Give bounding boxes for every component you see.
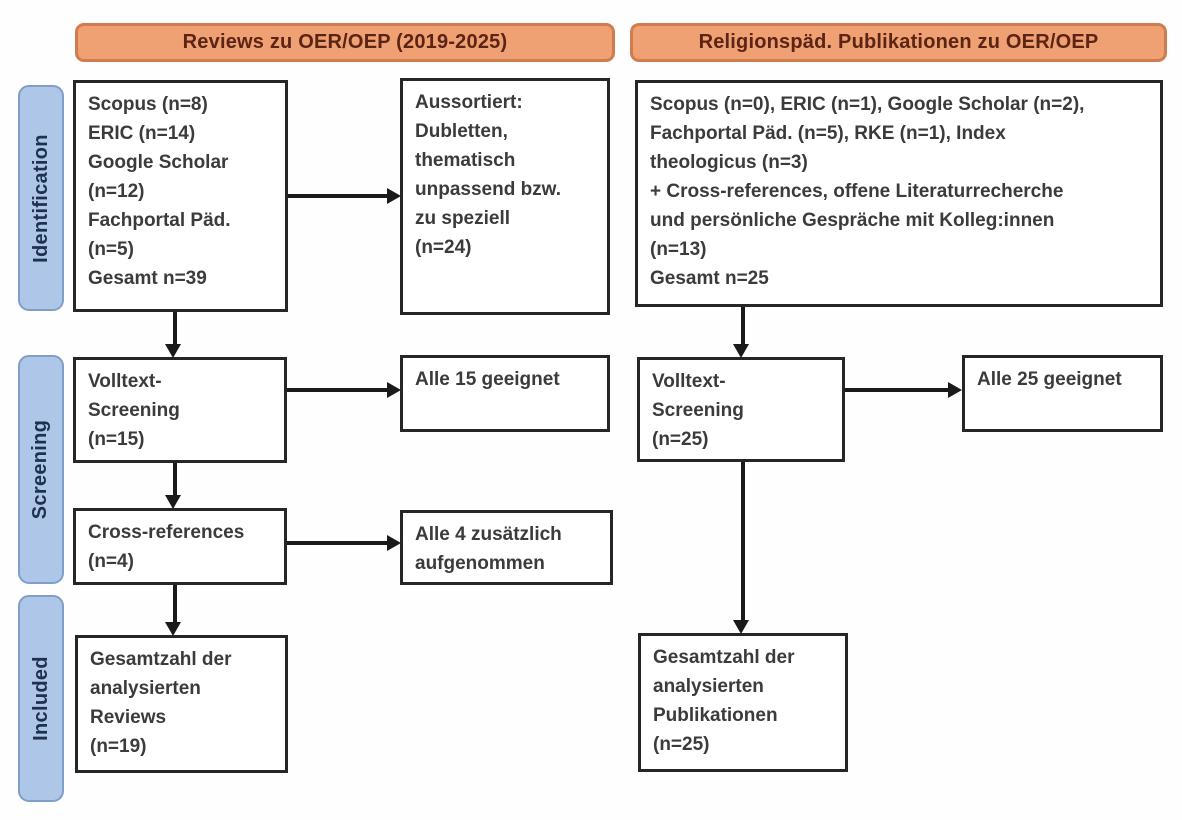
arrow-right-fulltext-to-total <box>741 462 745 621</box>
box-left-cross-references: Cross-references (n=4) <box>73 508 287 585</box>
arrow-left-fulltext-to-suitable <box>287 388 388 392</box>
box-left-additional-included: Alle 4 zusätzlich aufgenommen <box>400 510 613 585</box>
box-right-total-included: Gesamtzahl der analysierten Publikatione… <box>638 633 848 772</box>
box-left-fulltext-screening: Volltext- Screening (n=15) <box>73 357 287 463</box>
box-right-fulltext-screening: Volltext- Screening (n=25) <box>637 357 845 462</box>
arrow-right-sources-to-fulltext <box>741 307 745 345</box>
arrow-left-sources-to-excluded <box>288 194 388 198</box>
arrow-left-sources-to-fulltext <box>173 312 177 346</box>
column-header-reviews: Reviews zu OER/OEP (2019-2025) <box>75 23 615 62</box>
arrowhead-icon <box>165 344 181 358</box>
arrowhead-icon <box>387 382 401 398</box>
stage-label-included: Included <box>18 595 64 802</box>
column-header-religionspaed: Religionspäd. Publikationen zu OER/OEP <box>630 23 1167 62</box>
stage-label-identification: Identification <box>18 85 64 311</box>
box-left-identification-sources: Scopus (n=8) ERIC (n=14) Google Scholar … <box>73 80 288 312</box>
arrowhead-icon <box>733 620 749 634</box>
stage-label-screening-text: Screening <box>29 419 52 520</box>
arrowhead-icon <box>387 188 401 204</box>
box-right-identification-sources: Scopus (n=0), ERIC (n=1), Google Scholar… <box>635 80 1163 307</box>
arrowhead-icon <box>165 495 181 509</box>
box-right-all-suitable: Alle 25 geeignet <box>962 355 1163 432</box>
arrow-right-fulltext-to-suitable <box>845 388 949 392</box>
arrowhead-icon <box>733 344 749 358</box>
arrowhead-icon <box>948 382 962 398</box>
box-left-all-suitable: Alle 15 geeignet <box>400 355 610 432</box>
arrowhead-icon <box>165 622 181 636</box>
arrow-left-crossref-to-additional <box>287 541 388 545</box>
arrow-left-crossref-to-total <box>173 585 177 623</box>
box-left-total-included: Gesamtzahl der analysierten Reviews (n=1… <box>75 635 288 773</box>
box-left-excluded: Aussortiert: Dubletten, thematisch unpas… <box>400 78 610 315</box>
stage-label-included-text: Included <box>29 656 52 741</box>
stage-label-screening: Screening <box>18 355 64 584</box>
stage-label-identification-text: Identification <box>29 133 52 263</box>
arrowhead-icon <box>387 535 401 551</box>
arrow-left-fulltext-to-crossref <box>173 463 177 497</box>
